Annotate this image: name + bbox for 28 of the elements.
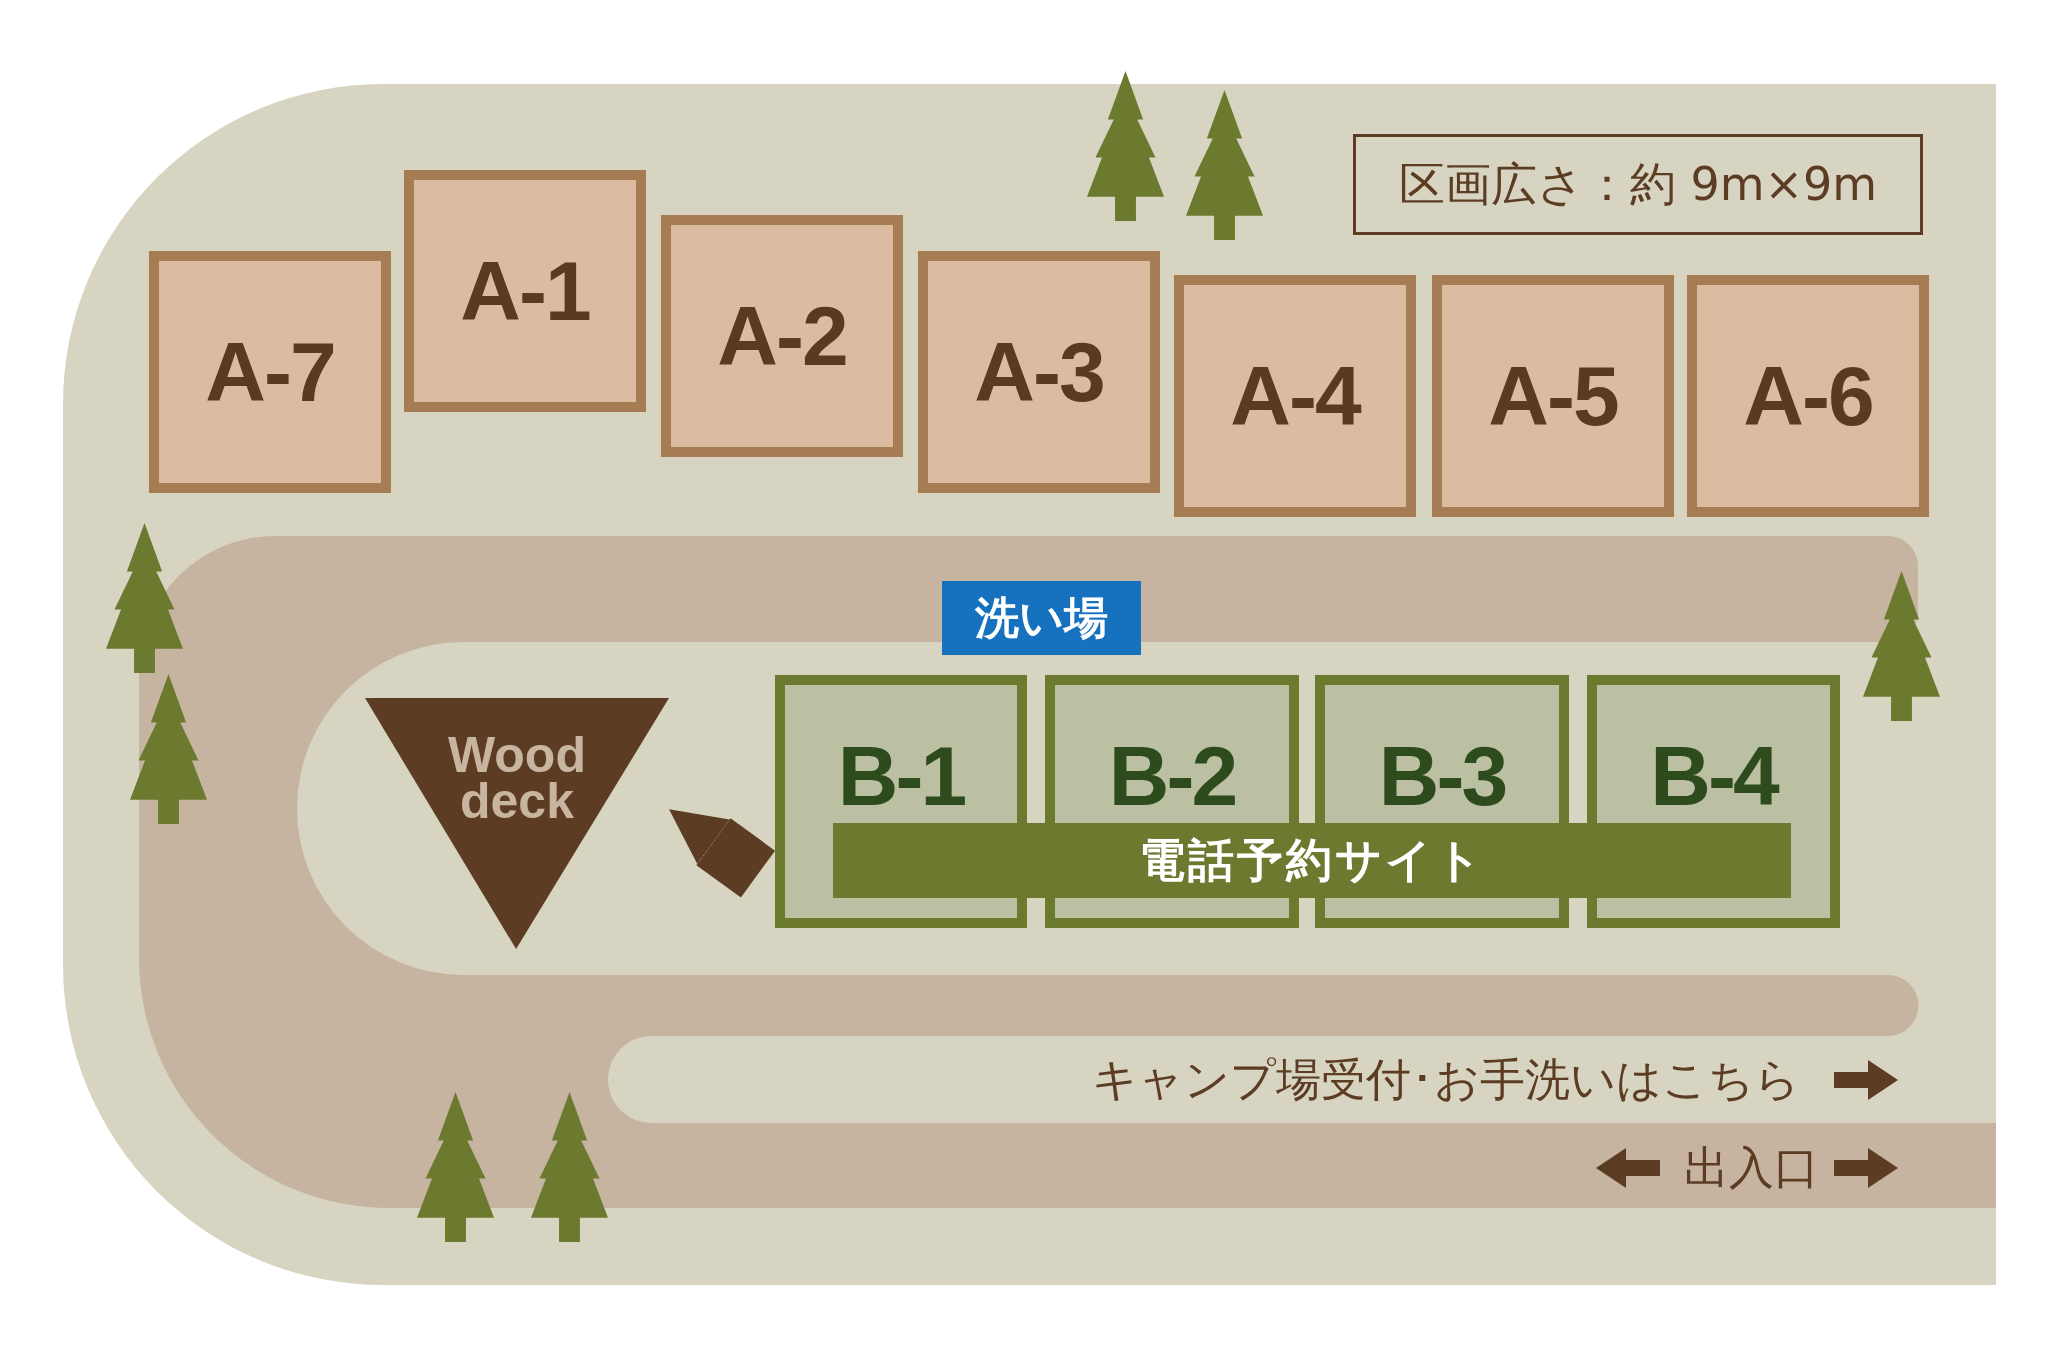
campsite-plot	[1687, 275, 1929, 517]
direction-note: キャンプ場受付･お手洗いはこちら	[1092, 1053, 1800, 1107]
plot-size-note: 区画広さ：約 9m×9m	[1398, 158, 1878, 211]
plot-number: A-7	[205, 323, 335, 421]
plot-number: A-6	[1743, 347, 1873, 445]
campsite-plot	[1174, 275, 1416, 517]
entrance-label: 出入口	[1684, 1141, 1819, 1195]
washing-area-sign	[942, 581, 1141, 655]
campsite-plot	[918, 251, 1160, 493]
info-panel	[1353, 134, 1923, 235]
plot-number: B-3	[1378, 728, 1506, 825]
campsite-plot	[661, 215, 903, 457]
campsite-plot	[404, 170, 646, 412]
plot-number: B-4	[1650, 728, 1777, 825]
campsite-plot	[149, 251, 391, 493]
plot-number: A-5	[1488, 347, 1618, 445]
arrow	[669, 809, 776, 898]
plot-number: A-3	[974, 323, 1104, 421]
sign-label: 洗い場	[975, 592, 1108, 644]
banner-label: 電話予約サイト	[1139, 834, 1485, 887]
plot-number: A-1	[460, 242, 590, 340]
deck-label: Wood deck	[448, 732, 586, 824]
plot-number: B-2	[1108, 728, 1236, 825]
plot-number: B-1	[837, 728, 965, 825]
campsite-plot	[1432, 275, 1674, 517]
plot-number: A-2	[717, 287, 847, 385]
plot-number: A-4	[1230, 347, 1360, 445]
reservation-banner	[833, 823, 1791, 898]
